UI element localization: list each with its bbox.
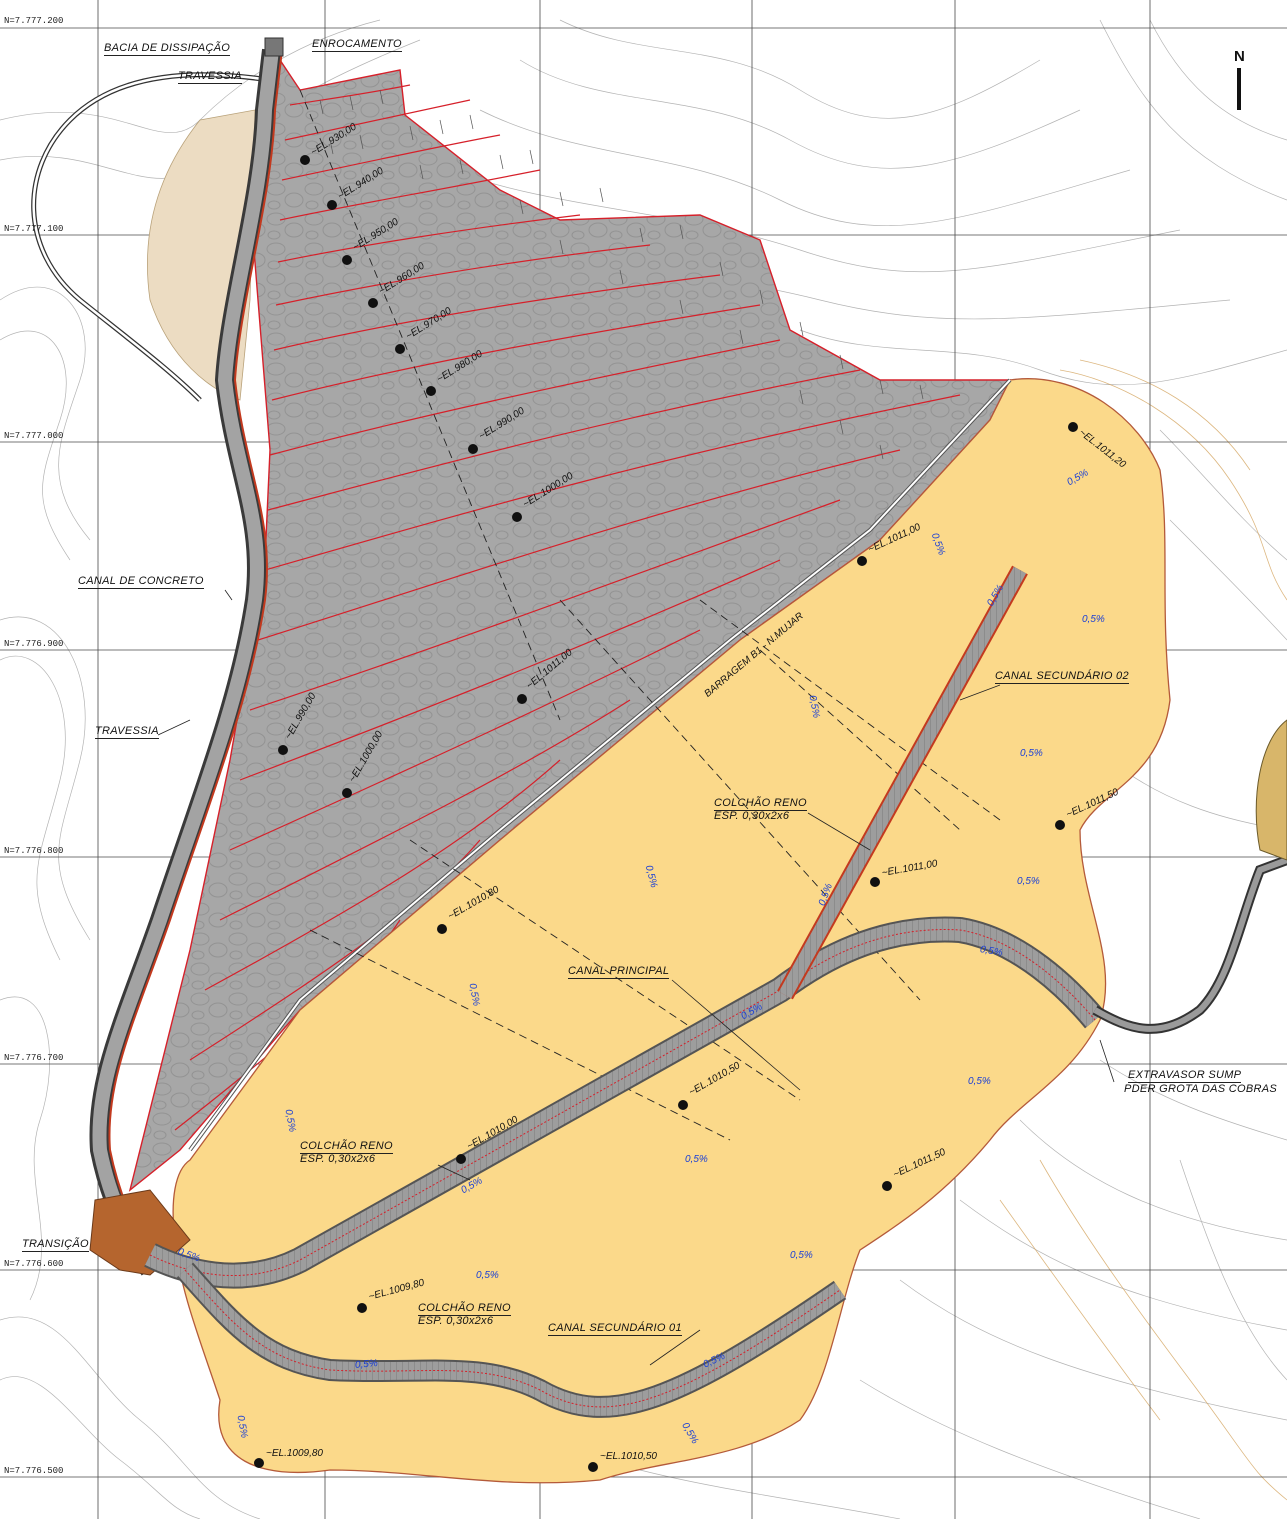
elev-marker [368, 298, 378, 308]
label-colchao-reno-2: COLCHÃO RENO [300, 1140, 393, 1154]
tan-slope-right [1255, 719, 1287, 861]
label-extravasor-pder: PDER GROTA DAS COBRAS [1124, 1083, 1277, 1095]
elev-marker [1068, 422, 1078, 432]
grid-label-n7: N=7.776.600 [4, 1259, 64, 1269]
label-colchao-reno-3: COLCHÃO RENO [418, 1302, 511, 1316]
north-arrow-label: N [1234, 48, 1245, 65]
grid-label-n4: N=7.776.900 [4, 639, 64, 649]
grid-label-n6: N=7.776.700 [4, 1053, 64, 1063]
elev-marker [357, 1303, 367, 1313]
elev-label-1009-80b: ~EL.1009,80 [266, 1448, 323, 1459]
label-travessia-top: TRAVESSIA [178, 70, 242, 84]
slope-label: 0,5% [354, 1358, 379, 1371]
elev-marker [517, 694, 527, 704]
elev-label-1010-50b: ~EL.1010,50 [600, 1451, 657, 1462]
label-canal-secundario-02: CANAL SECUNDÁRIO 02 [995, 670, 1129, 684]
berm-hatch [319, 89, 924, 460]
label-colchao-esp-1: ESP. 0,30x2x6 [714, 810, 790, 822]
elev-marker [678, 1100, 688, 1110]
label-bacia-dissipacao: BACIA DE DISSIPAÇÃO [104, 42, 231, 56]
elev-marker [588, 1462, 598, 1472]
label-travessia-mid: TRAVESSIA [95, 725, 159, 739]
elev-marker [327, 200, 337, 210]
contour-lines-orange [999, 359, 1287, 1501]
label-colchao-reno-1: COLCHÃO RENO [714, 797, 807, 811]
label-extravasor-sump: EXTRAVASOR SUMP [1128, 1069, 1242, 1083]
label-enrocamento: ENROCAMENTO [312, 38, 402, 52]
grid-label-n3: N=7.777.000 [4, 431, 64, 441]
elev-marker [857, 556, 867, 566]
dissipation-basin [264, 37, 284, 57]
slope-label: 0,5% [1082, 614, 1105, 625]
pond-area [172, 378, 1171, 1484]
elev-marker [342, 255, 352, 265]
elev-marker [426, 386, 436, 396]
elev-marker [882, 1181, 892, 1191]
label-colchao-esp-3: ESP. 0,30x2x6 [418, 1315, 494, 1327]
leader-lines [157, 589, 1115, 1366]
slope-label: 0,5% [476, 1270, 499, 1281]
elev-marker [342, 788, 352, 798]
elev-marker [468, 444, 478, 454]
elev-marker [437, 924, 447, 934]
grid-label-n2: N=7.777.100 [4, 224, 64, 234]
elev-marker [512, 512, 522, 522]
elev-marker [278, 745, 288, 755]
elev-marker [1055, 820, 1065, 830]
label-colchao-esp-2: ESP. 0,30x2x6 [300, 1153, 376, 1165]
slope-label: 0,5% [790, 1250, 813, 1261]
slope-label: 0,5% [1020, 748, 1043, 759]
grid-label-n8: N=7.776.500 [4, 1466, 64, 1476]
slope-label: 0,5% [685, 1154, 708, 1165]
label-canal-concreto: CANAL DE CONCRETO [78, 575, 204, 589]
grid-label-n1: N=7.777.200 [4, 16, 64, 26]
grid-label-n5: N=7.776.800 [4, 846, 64, 856]
elev-marker [870, 877, 880, 887]
slope-label: 0,5% [1017, 876, 1040, 887]
north-arrow-icon [1237, 68, 1241, 110]
label-transicao: TRANSIÇÃO [22, 1238, 89, 1252]
elev-marker [395, 344, 405, 354]
label-canal-secundario-01: CANAL SECUNDÁRIO 01 [548, 1322, 682, 1336]
elev-marker [254, 1458, 264, 1468]
elev-marker [300, 155, 310, 165]
slope-label: 0,5% [968, 1076, 991, 1087]
elev-marker [456, 1154, 466, 1164]
label-canal-principal: CANAL PRINCIPAL [568, 965, 670, 979]
